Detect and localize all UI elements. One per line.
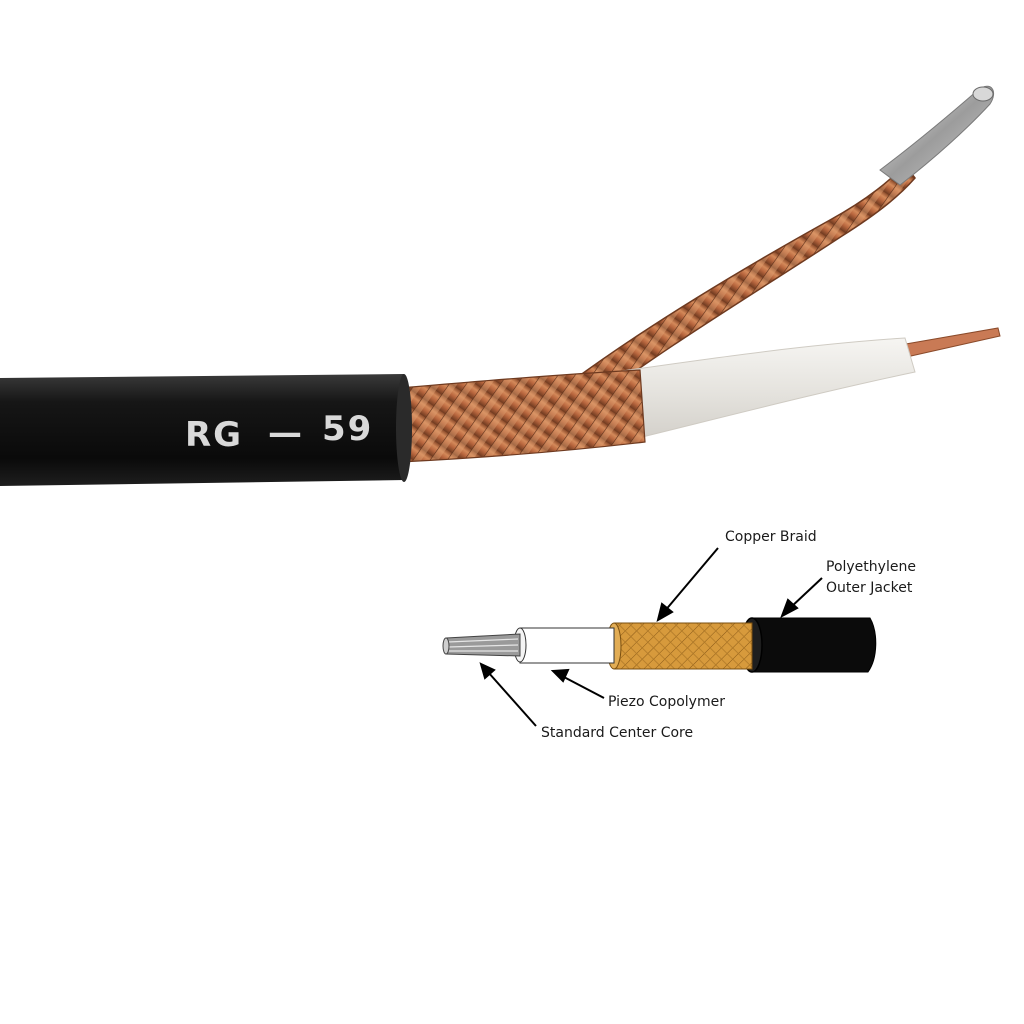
center-conductor-wire: [899, 327, 1001, 359]
arrow-copper-braid: [663, 547, 719, 613]
cable-photo: RG — 59: [0, 85, 1001, 486]
cable-print-dash: —: [268, 413, 304, 453]
label-center-core: Standard Center Core: [541, 725, 693, 741]
label-jacket-line1: Polyethylene: [826, 559, 916, 575]
diagram-core-tip: [442, 637, 450, 655]
label-jacket-line2: Outer Jacket: [826, 580, 913, 596]
arrow-piezo: [561, 675, 605, 699]
diagram-jacket: [751, 617, 877, 673]
tinned-tip-end: [972, 86, 994, 102]
diagram-dielectric: [519, 627, 615, 664]
label-copper-braid: Copper Braid: [725, 529, 817, 545]
label-piezo-copolymer: Piezo Copolymer: [608, 694, 725, 710]
cable-layer-diagram: Copper Braid Polyethylene Outer Jacket P…: [442, 529, 916, 741]
arrow-core: [487, 671, 537, 727]
diagram-core-strands: [447, 638, 519, 652]
arrow-jacket: [789, 577, 823, 609]
diagram-arrows: [479, 547, 823, 727]
cable-print-59: 59: [322, 409, 373, 449]
jacket-cut-edge: [396, 374, 412, 482]
diagram-braid: [613, 622, 753, 670]
cable-print-rg: RG: [185, 415, 243, 455]
tinned-lead-tip: [879, 85, 994, 186]
twisted-braid-lead: [558, 163, 916, 409]
white-dielectric: [614, 337, 916, 441]
black-outer-jacket: [0, 374, 411, 486]
copper-braid-sleeve: [399, 369, 646, 463]
